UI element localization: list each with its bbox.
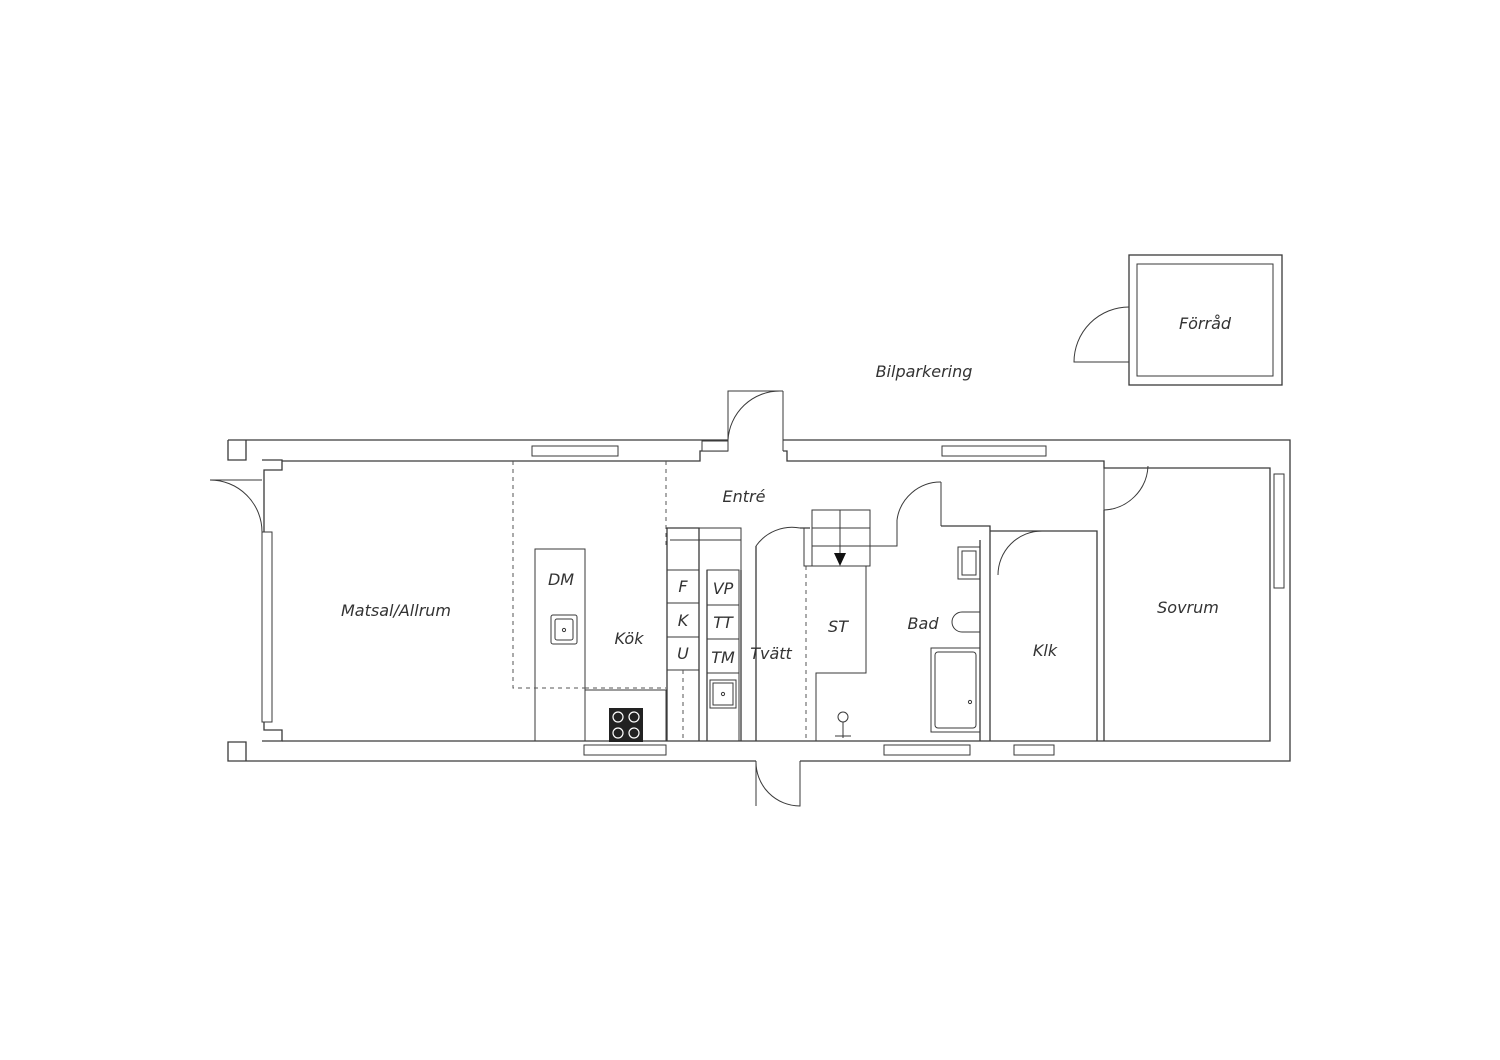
label-dm: DM (548, 570, 574, 589)
label-k: K (678, 611, 690, 630)
label-sovrum: Sovrum (1157, 598, 1219, 617)
room-labels: Förråd Bilparkering Entré Matsal/Allrum … (341, 314, 1232, 667)
stove-icon (609, 708, 643, 742)
label-bad: Bad (908, 614, 940, 633)
sink-icon (550, 614, 578, 645)
label-tt: TT (713, 613, 734, 632)
label-tm: TM (711, 648, 735, 667)
windows (261, 440, 1285, 756)
label-bilparkering: Bilparkering (876, 362, 973, 381)
label-vp: VP (713, 579, 734, 598)
stair-arrow-icon (834, 553, 846, 566)
label-f: F (678, 577, 688, 596)
laundry-sink-icon (709, 679, 737, 709)
label-matsal: Matsal/Allrum (341, 601, 451, 620)
toilet-icon (951, 611, 981, 633)
label-u: U (677, 644, 689, 663)
storage-shed (1073, 254, 1283, 386)
bathroom-sink-icon (957, 546, 981, 580)
label-kok: Kök (615, 629, 645, 648)
bathtub-icon (930, 647, 981, 733)
label-entre: Entré (723, 487, 766, 506)
label-klk: Klk (1033, 641, 1058, 660)
doors (209, 390, 1149, 807)
label-tvatt: Tvätt (750, 644, 792, 663)
kitchen-zone (512, 461, 667, 689)
label-st: ST (828, 617, 849, 636)
label-forrad: Förråd (1179, 314, 1232, 333)
shower-drain-icon (835, 711, 851, 738)
interior-walls (534, 509, 1105, 742)
